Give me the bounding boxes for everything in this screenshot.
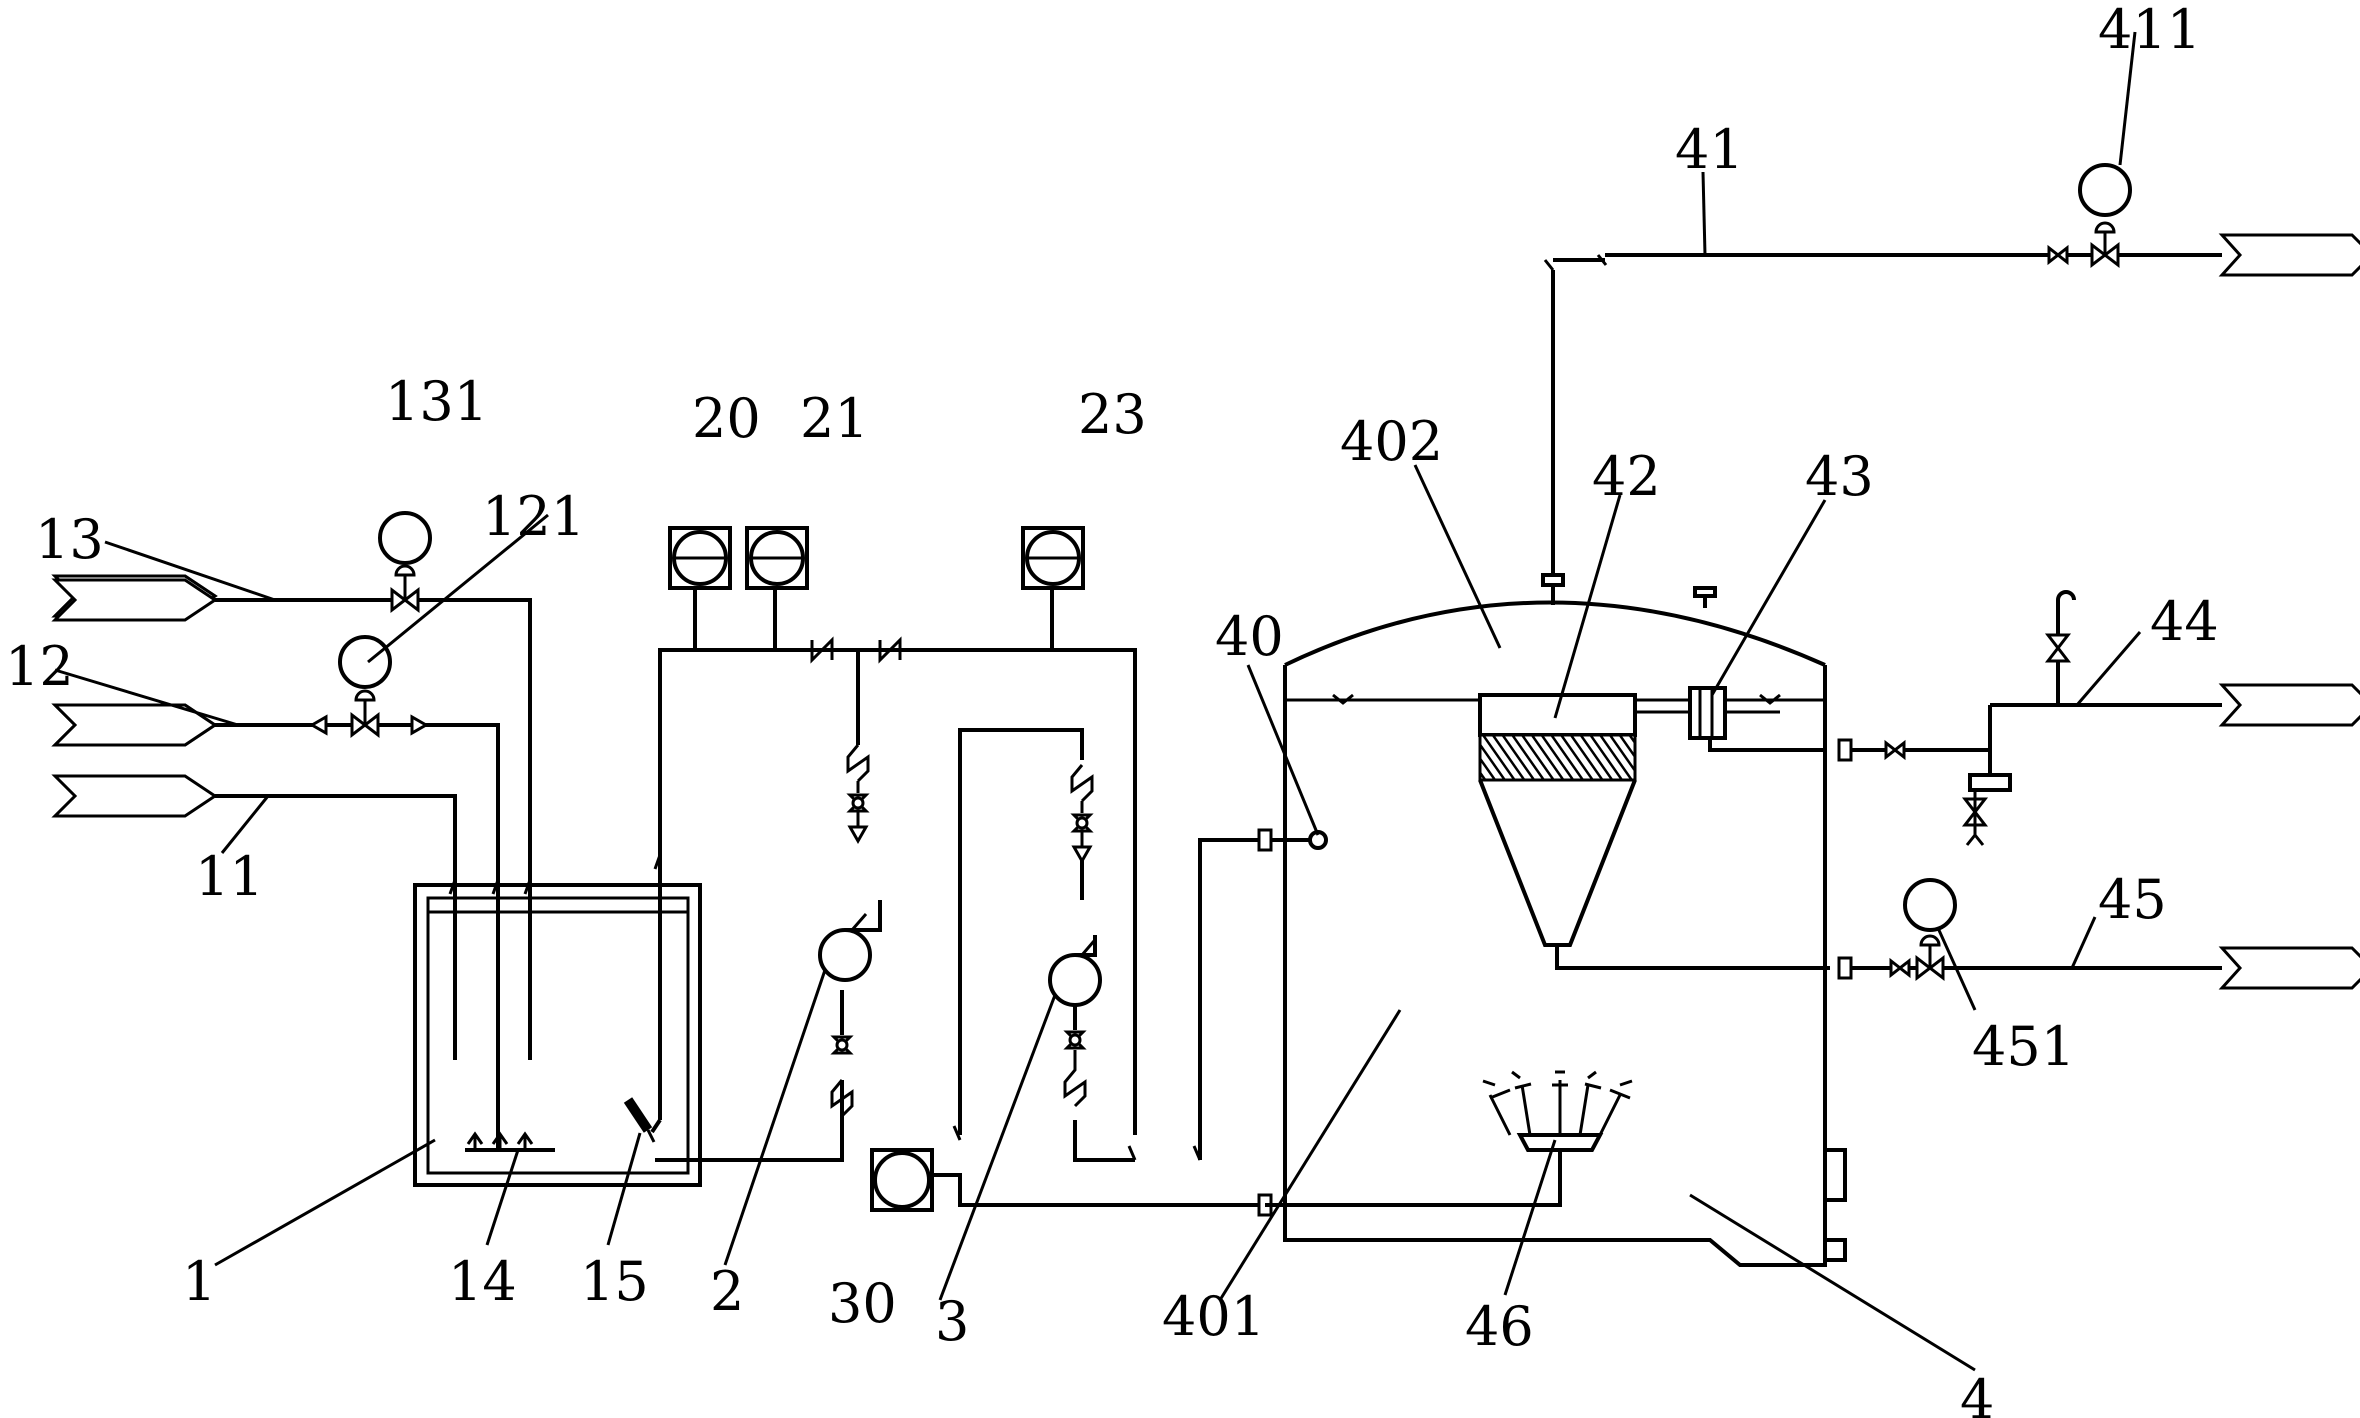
outlet-41-arrow [2220,233,2360,277]
outlet-44-arrow [2220,683,2360,727]
pipe-41 [1543,163,2360,575]
pump-2 [818,650,882,982]
label-40: 40 [1215,605,1284,668]
gauge-131 [378,511,432,565]
label-20: 20 [692,387,761,450]
outlet-45-arrow [2220,946,2360,990]
pipe-tank-to-pump-2 [650,860,854,1162]
pipe-12 [53,635,500,880]
label-21: 21 [800,387,869,450]
pump-30 [870,1148,1265,1212]
inlet-11-arrow [53,774,217,818]
label-411: 411 [2098,0,2201,61]
inlet-13-arrow [53,578,217,622]
label-121: 121 [482,485,585,548]
label-23: 23 [1078,383,1147,446]
label-13: 13 [35,508,104,571]
gauge-411 [2078,163,2132,217]
instrument-23 [1021,526,1085,590]
label-42: 42 [1592,445,1661,508]
reactor-4 [1257,573,1847,1267]
label-402: 402 [1340,410,1443,473]
gauge-121 [338,635,392,689]
gauge-451 [1903,878,1957,932]
label-30: 30 [828,1272,897,1335]
label-3: 3 [935,1290,969,1353]
label-12: 12 [5,635,74,698]
label-44: 44 [2150,590,2219,653]
label-4: 4 [1960,1368,1994,1418]
pipe-11 [53,774,457,1060]
pipe-45 [1837,878,2360,990]
label-43: 43 [1805,445,1874,508]
mixing-tank-1 [413,854,702,1187]
instrument-20 [668,526,732,590]
label-1: 1 [182,1250,216,1313]
pump-3 [952,728,1265,1162]
label-131: 131 [385,370,488,433]
label-15: 15 [580,1250,649,1313]
instrument-header [658,526,1137,1135]
label-451: 451 [1972,1015,2075,1078]
label-45: 45 [2098,868,2167,931]
label-401: 401 [1162,1285,1265,1348]
label-14: 14 [448,1250,517,1313]
pipe-13 [53,511,532,880]
leader-lines [54,31,2142,1372]
label-46: 46 [1465,1295,1534,1358]
instrument-21 [745,526,809,590]
pipe-44 [1635,590,2360,846]
label-41: 41 [1675,118,1744,181]
callout-labels: 1 14 15 2 30 3 401 46 4 40 402 42 43 44 … [5,0,2219,1418]
label-2: 2 [710,1260,744,1323]
label-11: 11 [195,845,264,908]
